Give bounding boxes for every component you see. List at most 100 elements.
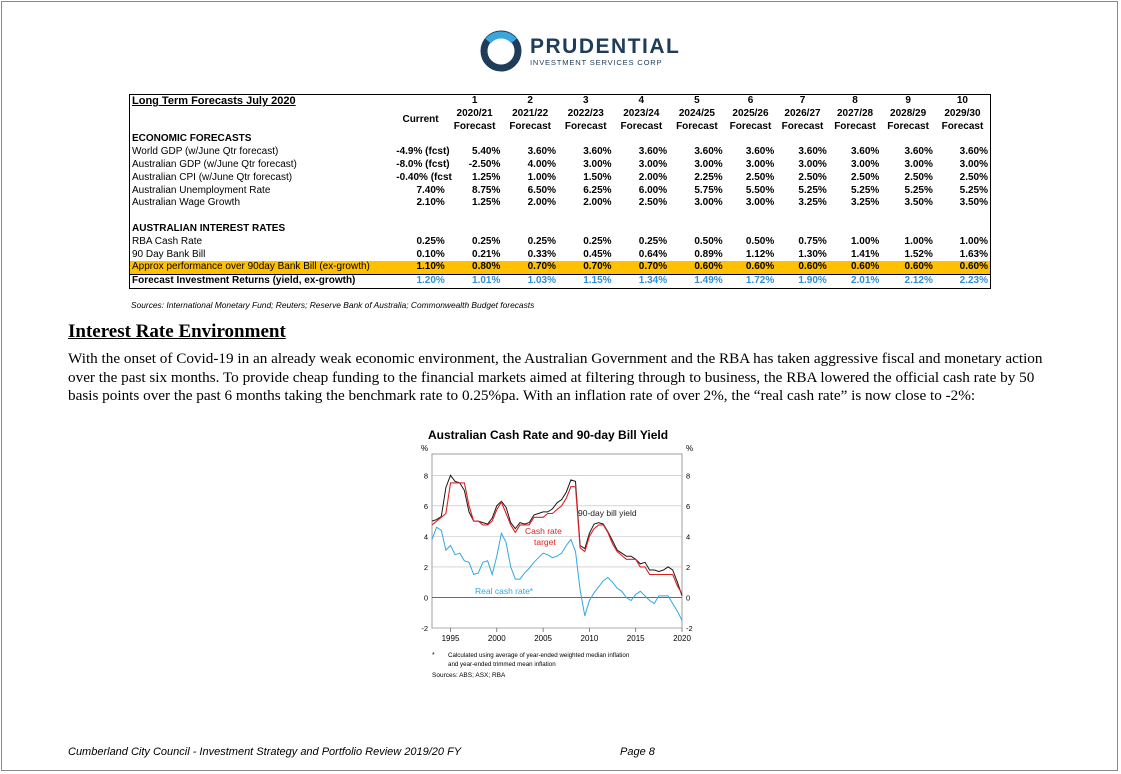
period-number: 3: [557, 93, 614, 108]
forecast-value: 1.90%: [776, 274, 829, 289]
y-tick-left: 0: [424, 593, 428, 602]
logo-mark-icon: [480, 30, 522, 72]
forecast-value: 3.00%: [798, 158, 827, 170]
current-value: -4.9% (fcst): [396, 146, 450, 158]
economic-row: Australian GDP (w/June Qtr forecast)-8.0…: [129, 158, 991, 172]
plot-frame: [431, 453, 683, 629]
forecast-value: 2.50%: [798, 171, 827, 183]
section-interest-row: AUSTRALIAN INTEREST RATES: [129, 222, 991, 236]
forecast-value: 3.00%: [850, 158, 880, 170]
period-number: 7: [776, 93, 829, 108]
current-value: 7.40%: [416, 184, 445, 196]
forecast-value: 3.00%: [745, 158, 775, 170]
row-label: 90 Day Bank Bill: [129, 248, 395, 262]
blank-cell: [129, 210, 395, 223]
logo: PRUDENTIAL INVESTMENT SERVICES CORP: [480, 30, 680, 72]
cash-rate-chart: Australian Cash Rate and 90-day Bill Yie…: [418, 424, 708, 682]
header-row-3: Forecast Forecast Forecast Forecast Forecast…: [129, 120, 991, 134]
logo-subtitle: INVESTMENT SERVICES CORP: [530, 57, 663, 67]
period-number: 5: [669, 93, 725, 108]
blank-cell: [725, 223, 777, 236]
blank-cell: [829, 210, 882, 223]
forecast-value: 2.00%: [583, 197, 612, 209]
period-year: 2029/30: [934, 107, 991, 121]
period-number: 10: [934, 93, 991, 108]
period-label: Forecast: [509, 120, 552, 132]
forecast-value: 2.50%: [904, 171, 933, 183]
forecast-value: 5.50%: [745, 184, 775, 196]
period-label: Forecast: [453, 120, 496, 132]
forecast-value: 1.72%: [724, 274, 777, 289]
forecast-value: 1.25%: [472, 197, 501, 209]
forecast-value: 2.00%: [527, 197, 556, 209]
forecast-value: 2.50%: [850, 171, 880, 183]
forecast-value: 1.25%: [472, 171, 501, 183]
y-axis-left-label: %: [421, 444, 428, 453]
forecast-value: 0.25%: [583, 235, 612, 247]
forecast-value: 2.01%: [828, 274, 882, 289]
forecast-value: 3.60%: [934, 146, 991, 159]
forecast-value: 1.34%: [613, 274, 670, 289]
forecast-value: 0.25%: [527, 235, 556, 247]
forecast-value: 2.23%: [934, 274, 991, 289]
forecast-value: 0.50%: [694, 235, 723, 247]
period-number: 8: [828, 93, 882, 108]
series-line: [431, 482, 683, 594]
blank-cell: [829, 223, 882, 236]
y-tick-left: 8: [424, 471, 428, 480]
forecast-value: 0.25%: [472, 235, 501, 247]
period-year: 2028/29: [890, 107, 927, 119]
blank-cell: [394, 133, 447, 146]
blank-cell: [558, 210, 614, 223]
blank-cell: [725, 210, 777, 223]
forecast-value: 5.25%: [904, 184, 933, 196]
footnote-line-2: and year-ended trimmed mean inflation: [448, 661, 556, 668]
blank-cell: [881, 210, 935, 223]
period-number: 9: [881, 93, 935, 108]
forecast-value: 2.50%: [638, 197, 668, 209]
economic-row: Australian CPI (w/June Qtr forecast)-0.4…: [129, 171, 991, 185]
forecast-value: 0.70%: [557, 261, 614, 275]
section-paragraph: With the onset of Covid-19 in an already…: [68, 350, 1043, 404]
series-line: [431, 526, 683, 621]
forecast-value: 5.25%: [850, 184, 880, 196]
row-label: Australian GDP (w/June Qtr forecast): [129, 158, 395, 172]
blank-cell: [669, 133, 725, 146]
row-label: Australian Wage Growth: [129, 197, 395, 211]
forecast-value: 1.50%: [583, 171, 612, 183]
table-sources: Sources: International Monetary Fund; Re…: [131, 300, 535, 310]
period-label: Forecast: [834, 120, 876, 132]
forecast-value: 3.00%: [694, 158, 723, 170]
forecast-value: 3.00%: [694, 197, 723, 209]
x-tick-label: 2015: [627, 634, 645, 643]
section-heading: Interest Rate Environment: [68, 321, 286, 342]
period-label: Forecast: [676, 120, 718, 132]
forecast-value: 3.25%: [850, 197, 880, 209]
period-number: 4: [613, 93, 670, 108]
period-year: 2025/26: [732, 107, 769, 119]
forecast-value: 3.00%: [904, 158, 933, 170]
blank-cell: [934, 210, 991, 223]
forecast-value: 2.50%: [745, 171, 775, 183]
blank-cell: [614, 210, 670, 223]
period-label: Forecast: [887, 120, 929, 132]
forecast-value: 3.50%: [904, 197, 933, 209]
period-number: 6: [724, 93, 777, 108]
forecast-value: 1.00%: [527, 171, 556, 183]
period-year: 2026/27: [784, 107, 821, 119]
y-tick-right: 2: [686, 563, 690, 572]
label-cash-1: Cash rate: [525, 526, 562, 536]
forecast-value: 0.60%: [828, 261, 882, 275]
forecast-value: 6.50%: [527, 184, 556, 196]
forecast-value: 1.30%: [798, 248, 827, 260]
blank-cell: [447, 223, 503, 236]
label-real: Real cash rate*: [475, 586, 534, 596]
forecast-value: 1.00%: [850, 235, 880, 247]
y-tick-left: 4: [424, 532, 428, 541]
blank-cell: [394, 223, 447, 236]
forecast-value: 1.41%: [850, 248, 880, 260]
current-value: 0.10%: [416, 248, 445, 260]
footnote-line-1: Calculated using average of year-ended w…: [448, 652, 630, 659]
blank-cell: [776, 223, 829, 236]
